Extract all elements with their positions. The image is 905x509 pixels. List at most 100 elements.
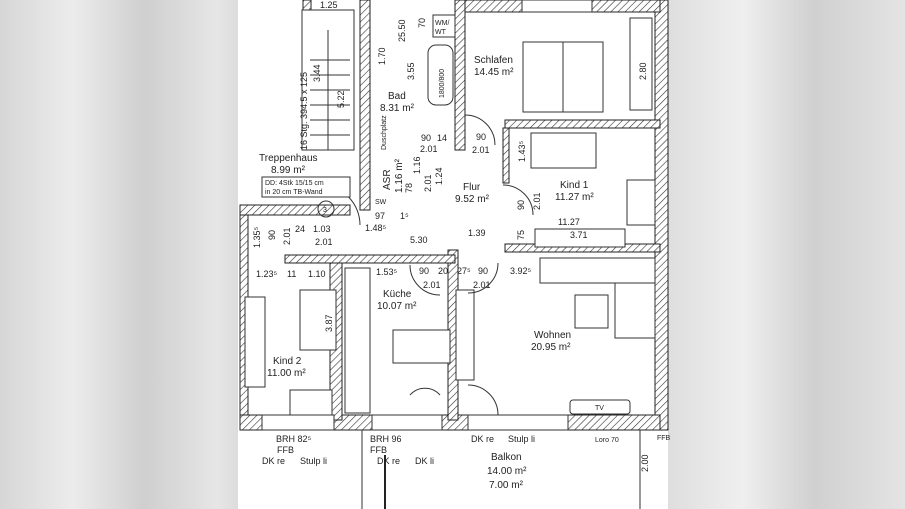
room-kueche-area: 10.07 m² [377,301,417,312]
dim: 1.23⁵ [256,269,278,279]
room-balkon-area: 14.00 m² [487,466,527,477]
room-wohnen-area: 20.95 m² [531,342,571,353]
dim: 3.55 [406,62,416,80]
window3-stulp: Stulp li [508,434,535,444]
dim: 78 [404,183,414,193]
dim: 3.87 [324,314,334,332]
dim: 90 [478,266,488,276]
room-kueche-name: Küche [383,289,412,300]
dim: 1.35⁵ [252,226,262,248]
kitchen-counter [344,267,371,414]
sofa [539,257,656,284]
tub-label: 1800/800 [439,69,446,98]
window1-brh: BRH 82⁵ [276,434,312,444]
dim: 11.27 [558,217,580,227]
dim: 97 [375,211,385,221]
tv-label: TV [595,405,604,412]
dim: 3.92⁵ [510,266,532,276]
wardrobe [629,17,653,111]
window3-dk: DK re [471,434,494,444]
wmwt-label-1: WM/ [435,20,449,27]
room-wohnen-name: Wohnen [534,330,571,341]
dim: 5.22 [336,90,346,108]
dim: 2.80 [638,62,648,80]
dd-note-2: in 20 cm TB-Wand [265,189,323,196]
dim: 1.39 [468,228,486,238]
room-asr-name: ASR [382,169,393,190]
dimensions: 1.25 25.50 70 1.70 3.55 5.22 3.44 90 14 … [252,0,650,472]
staircase [301,9,355,151]
dim: 20 [438,266,448,276]
sw-label: SW [375,199,387,206]
wardrobe-kind2 [244,296,266,388]
desk [626,179,656,226]
room-bad-area: 8.31 m² [380,103,415,114]
window1-ffb: FFB [277,445,294,455]
desk-kind1 [534,228,626,248]
tv-unit [569,399,631,415]
dim: 3.44 [312,64,322,82]
dim: 1.53⁵ [376,267,398,277]
stairs-note: 16 Stg. 394.5 x 125 [299,72,309,150]
dim: 1.10 [308,269,326,279]
dim: 1.24 [434,167,444,185]
dim: 90 [267,230,277,240]
dim: 2.01 [473,280,491,290]
dim: 1.43⁵ [517,140,527,162]
dim: 24 [295,224,305,234]
room-kind1-name: Kind 1 [560,180,589,191]
room-asr-area: 1.16 m² [394,158,405,193]
dim: 14 [437,133,447,143]
room-treppenhaus-area: 8.99 m² [271,165,306,176]
dim: 5.30 [410,235,428,245]
window1-dk: DK re [262,456,285,466]
room-schlafen-name: Schlafen [474,55,513,66]
dim: 1.25 [320,0,338,10]
dd-note-1: DD: 4Stk 15/15 cm [265,180,324,187]
dim: 1.03 [313,224,331,234]
dining-table [392,329,451,364]
marker-label: 3 [323,207,327,214]
room-schlafen-area: 14.45 m² [474,67,514,78]
dim: 70 [417,18,427,28]
room-treppenhaus-name: Treppenhaus [259,153,318,164]
room-kind2-area: 11.00 m² [267,368,306,379]
dim: 90 [419,266,429,276]
window2-dkli: DK li [415,456,434,466]
windows [261,0,593,431]
shower-label: Duschplatz [381,115,388,150]
dim: 2.01 [282,227,292,245]
dim: 1.70 [377,47,387,65]
bed-kind1 [530,132,597,169]
furniture [244,17,656,416]
room-labels: Schlafen 14.45 m² Bad 8.31 m² Treppenhau… [259,55,594,491]
dim: 2.01 [472,145,490,155]
dim: 2.01 [423,174,433,192]
room-kind1-area: 11.27 m² [555,192,594,203]
room-balkon-area2: 7.00 m² [489,480,524,491]
dim: 90 [421,133,431,143]
dim: 25.50 [397,19,407,42]
dim: 75 [516,230,526,240]
annotations: 16 Stg. 394.5 x 125 DD: 4Stk 15/15 cm in… [261,14,671,466]
window1-stulp: Stulp li [300,456,327,466]
dim: 90 [476,132,486,142]
loro-label: Loro 70 [595,437,619,444]
ffb-right-label: FFB [657,435,671,442]
dim: 90 [516,200,526,210]
dim: 27⁵ [457,266,471,276]
walls [239,0,669,431]
room-flur-name: Flur [463,182,481,193]
bathtub [427,44,454,106]
window2-brh: BRH 96 [370,434,402,444]
dim: 1⁵ [400,211,409,221]
dim: 2.01 [532,192,542,210]
window2-ffb: FFB [370,445,387,455]
dim: 2.00 [640,454,650,472]
room-bad-name: Bad [388,91,406,102]
window2-dk: DK re [377,456,400,466]
wmwt-label-2: WT [435,29,447,36]
dim: 2.01 [315,237,333,247]
room-kind2-name: Kind 2 [273,356,302,367]
